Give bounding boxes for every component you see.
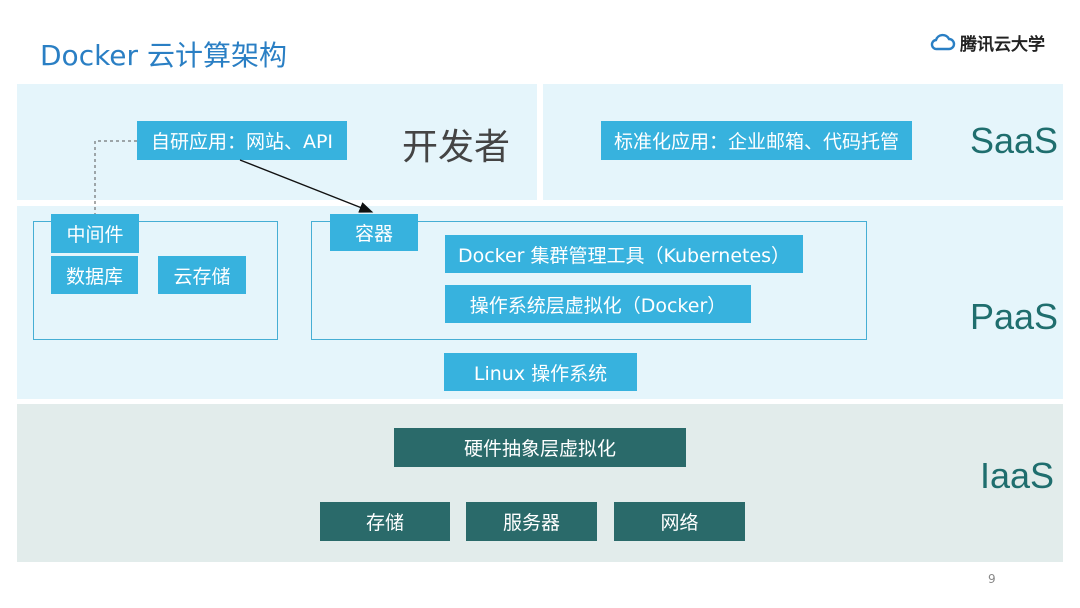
middleware-box: 中间件 (51, 214, 139, 253)
middleware-group-outline (33, 221, 278, 340)
logo-text: 腾讯云大学 (960, 34, 1045, 55)
page-title: Docker 云计算架构 (40, 39, 287, 72)
layer-label-paas: PaaS (970, 296, 1059, 337)
container-box: 容器 (330, 214, 418, 251)
self-developed-app-box: 自研应用：网站、API (137, 121, 347, 160)
network-box: 网络 (614, 502, 745, 541)
cloud-storage-box: 云存储 (158, 256, 246, 294)
container-group-outline (311, 221, 867, 340)
hardware-virtualization-box: 硬件抽象层虚拟化 (394, 428, 686, 467)
page-number: 9 (988, 572, 996, 586)
brand-logo: 腾讯云大学 (930, 30, 1045, 55)
app-to-container-arrow (239, 159, 374, 213)
server-box: 服务器 (466, 502, 597, 541)
developer-label: 开发者 (402, 127, 511, 168)
layer-label-iaas: IaaS (980, 455, 1055, 496)
database-box: 数据库 (51, 256, 138, 294)
storage-box: 存储 (320, 502, 450, 541)
cloud-icon (930, 33, 956, 51)
kubernetes-box: Docker 集群管理工具（Kubernetes） (445, 235, 803, 273)
middleware-dashed-connector (94, 140, 137, 214)
standard-app-box: 标准化应用：企业邮箱、代码托管 (601, 121, 912, 160)
linux-os-box: Linux 操作系统 (444, 353, 637, 391)
docker-virtualization-box: 操作系统层虚拟化（Docker） (445, 285, 751, 323)
layer-label-saas: SaaS (970, 120, 1059, 161)
